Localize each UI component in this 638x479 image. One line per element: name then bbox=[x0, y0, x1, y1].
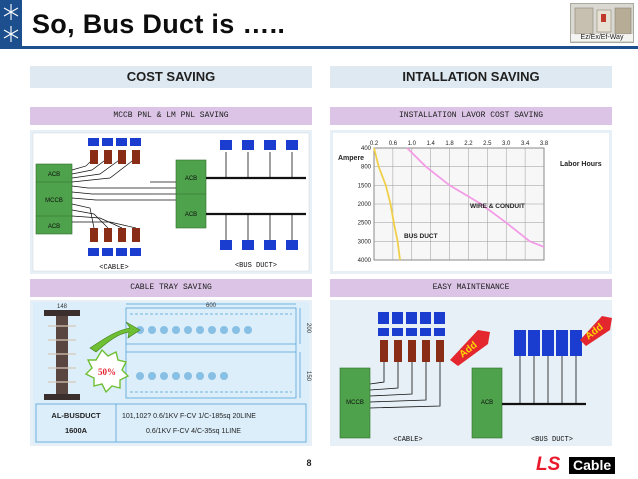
wire-conduit-label: WIRE & CONDUIT bbox=[470, 203, 525, 210]
slide-header: So, Bus Duct is ….. Ez/Ex/Ef-Way bbox=[0, 0, 638, 49]
y-tick-label: 2500 bbox=[358, 221, 372, 227]
maint-bus-duct-line bbox=[502, 356, 586, 406]
bus-acb-label-bottom: ACB bbox=[185, 212, 197, 218]
acb-label-top: ACB bbox=[48, 172, 60, 178]
maint-cable-lines bbox=[369, 362, 441, 409]
y-tick-label: 2000 bbox=[358, 202, 372, 208]
easy-maintenance-diagram: MCCB Add ACB Add <CABLE> <BUS DUCT> bbox=[330, 300, 612, 446]
x-tick-label: 3.0 bbox=[502, 141, 511, 147]
spec-line-2: 0.6/1KV F-CV 4/C-35sq 1LINE bbox=[146, 428, 241, 435]
installation-saving-heading: INTALLATION SAVING bbox=[330, 66, 612, 88]
x-tick-label: 3.4 bbox=[521, 141, 530, 147]
spec-table bbox=[35, 403, 307, 443]
x-tick-label: 2.5 bbox=[483, 141, 492, 147]
page-number: 8 bbox=[306, 458, 312, 468]
maint-bus-breakers bbox=[514, 330, 582, 356]
cable-circles bbox=[136, 326, 252, 380]
series-line-bus-duct bbox=[373, 147, 401, 261]
header-tag: Ez/Ex/Ef-Way bbox=[571, 34, 633, 41]
cable-wiring bbox=[71, 157, 176, 229]
mccb-panel-saving-diagram: ACB MCCB ACB ACB ACB bbox=[30, 130, 312, 274]
x-tick-label: 3.8 bbox=[540, 141, 549, 147]
y-tick-label: 1500 bbox=[358, 183, 372, 189]
add-arrow-left bbox=[450, 330, 490, 366]
cost-saving-heading: COST SAVING bbox=[30, 66, 312, 88]
fifty-percent-badge bbox=[84, 348, 130, 394]
add-arrow-right bbox=[580, 316, 612, 346]
cable-tray-subtitle: CABLE TRAY SAVING bbox=[30, 279, 312, 297]
bus-acb-label-top: ACB bbox=[185, 176, 197, 182]
reduction-arrow bbox=[89, 321, 141, 353]
x-tick-label: 0.2 bbox=[370, 141, 379, 147]
maint-mccb-label: MCCB bbox=[346, 400, 364, 406]
x-tick-label: 1.4 bbox=[426, 141, 435, 147]
labor-cost-chart-panel: 0.2 0.6 1.0 1.4 1.8 2.2 2.5 3.0 3.4 3.8 400 800 1500… bbox=[330, 130, 612, 274]
mccb-label: MCCB bbox=[45, 198, 63, 204]
y-tick-label: 4000 bbox=[358, 258, 372, 264]
chart-xlabel: Labor Hours bbox=[560, 161, 602, 168]
x-tick-label: 1.8 bbox=[445, 141, 454, 147]
maint-acb-label: ACB bbox=[481, 400, 493, 406]
acb-mccb-panel-left bbox=[35, 163, 73, 235]
acb-label-bottom: ACB bbox=[48, 224, 60, 230]
mccb-panel-subtitle: MCCB PNL & LM PNL SAVING bbox=[30, 107, 312, 125]
labor-cost-subtitle: INSTALLATION LAVOR COST SAVING bbox=[330, 107, 612, 125]
header-thumbnail-image bbox=[570, 3, 634, 43]
bus-width-dimension: 148 bbox=[57, 304, 68, 310]
cable-caption: <CABLE> bbox=[99, 264, 128, 272]
x-tick-label: 0.6 bbox=[389, 141, 398, 147]
bus-duct-breakers bbox=[220, 140, 298, 250]
ls-cable-logo: LS Cable bbox=[536, 454, 634, 477]
y-tick-label: 3000 bbox=[358, 239, 372, 245]
snowflake-decoration bbox=[0, 0, 22, 46]
header-rule bbox=[0, 46, 638, 49]
bus-duct-lines bbox=[206, 152, 306, 240]
tray-top-dimension: 600 bbox=[206, 303, 217, 309]
bus-duct-cross-section bbox=[44, 310, 80, 400]
chart-ylabel: Ampere bbox=[338, 155, 364, 162]
labor-cost-chart: 0.2 0.6 1.0 1.4 1.8 2.2 2.5 3.0 3.4 3.8 400 800 1500… bbox=[333, 133, 609, 271]
chart-grid bbox=[373, 147, 545, 261]
maint-cable-breakers bbox=[378, 312, 445, 362]
tray-side-dimension-2: 150 bbox=[305, 371, 311, 382]
bus-duct-caption: <BUS DUCT> bbox=[235, 262, 277, 270]
easy-maintenance-subtitle: EASY MAINTENANCE bbox=[330, 279, 612, 297]
part-label-rating: 1600A bbox=[65, 426, 88, 435]
maint-cable-caption: <CABLE> bbox=[393, 436, 422, 444]
y-tick-label: 400 bbox=[361, 146, 372, 152]
acb-panel-right bbox=[175, 159, 207, 229]
fifty-percent-text: 50% bbox=[98, 367, 116, 377]
maint-mccb-panel bbox=[339, 367, 371, 439]
cable-breakers-bottom bbox=[88, 228, 141, 256]
x-tick-label: 2.2 bbox=[464, 141, 473, 147]
cable-tray-drawing bbox=[125, 303, 301, 399]
maint-bus-duct-caption: <BUS DUCT> bbox=[531, 436, 573, 444]
series-line-wire-conduit bbox=[406, 147, 545, 248]
x-tick-label: 1.0 bbox=[408, 141, 417, 147]
slide-title: So, Bus Duct is ….. bbox=[32, 9, 286, 39]
bus-duct-series-label: BUS DUCT bbox=[404, 233, 438, 240]
tray-side-dimension-1: 200 bbox=[305, 323, 311, 334]
cable-tray-saving-diagram: 600 200 150 148 50% AL-BUSDUCT 1600A 101… bbox=[30, 300, 312, 446]
y-tick-label: 800 bbox=[361, 165, 372, 171]
spec-line-1: 101,102? 0.6/1KV F-CV 1/C-185sq 20LINE bbox=[122, 413, 256, 420]
cable-breakers-top bbox=[88, 138, 141, 164]
part-label-busduct: AL-BUSDUCT bbox=[51, 411, 101, 420]
